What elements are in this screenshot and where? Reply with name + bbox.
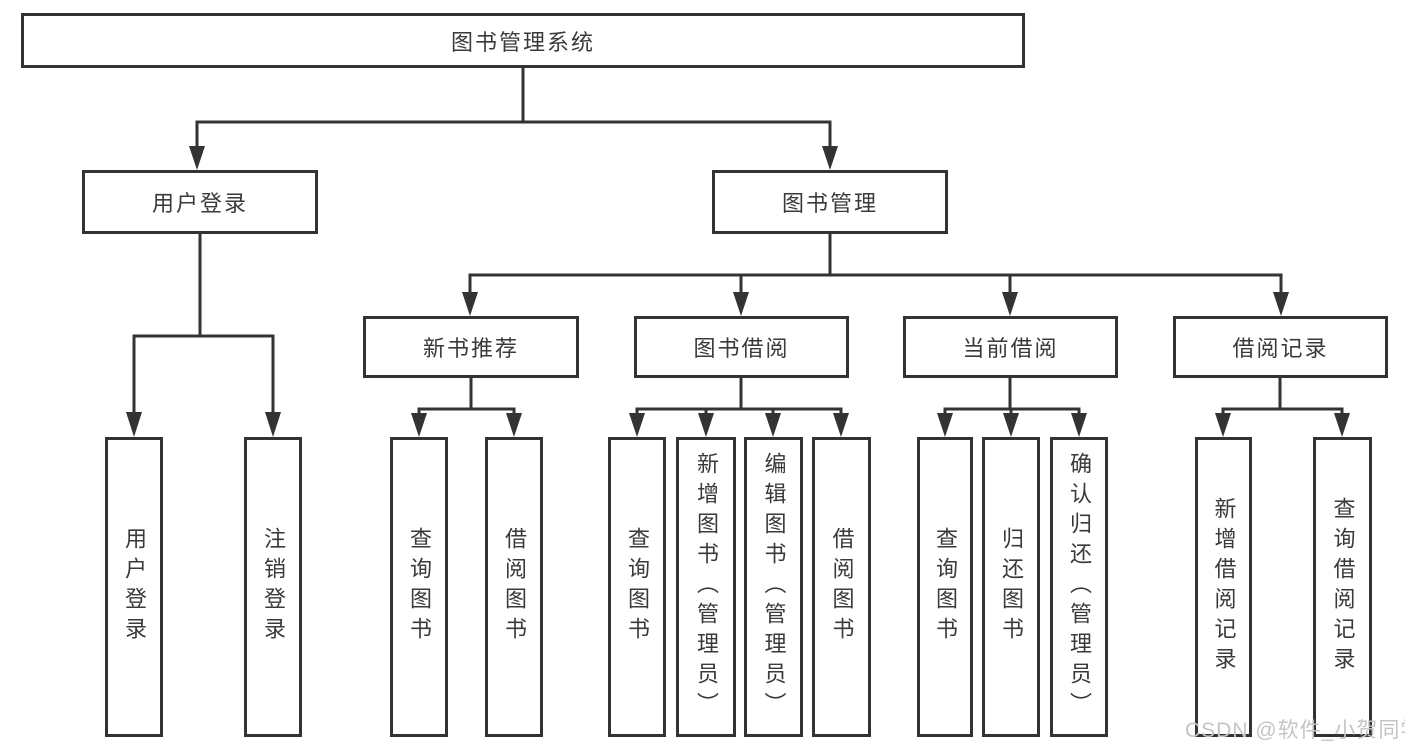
node-book-borrow: 图书借阅: [634, 316, 849, 378]
arrow-icon: [462, 292, 478, 316]
arrow-icon: [189, 146, 205, 170]
arrow-icon: [265, 412, 281, 437]
node-root-label: 图书管理系统: [450, 29, 595, 55]
csdn-watermark: CSDN @软件_小贺同学: [1185, 719, 1405, 742]
leaf-edit-book-admin-label: 编辑图书（管理员）: [761, 452, 787, 722]
leaf-query-borrow-record: 查询借阅记录: [1313, 437, 1372, 737]
arrow-icon: [506, 413, 522, 437]
node-user-login-label: 用户登录: [151, 191, 248, 216]
arrow-icon: [833, 413, 849, 437]
leaf-user-login-label: 用户登录: [122, 527, 147, 647]
node-book-borrow-label: 图书借阅: [693, 336, 790, 361]
arrow-icon: [1334, 413, 1350, 437]
node-new-book-recommend: 新书推荐: [363, 316, 579, 378]
arrow-icon: [1002, 292, 1018, 316]
leaf-borrow-books: 借阅图书: [812, 437, 871, 737]
leaf-add-borrow-record-label: 新增借阅记录: [1211, 497, 1237, 677]
leaf-query-books-borrow: 查询图书: [608, 437, 666, 737]
node-current-borrow-label: 当前借阅: [962, 336, 1059, 361]
arrow-icon: [822, 146, 838, 170]
arrow-icon: [1071, 413, 1087, 437]
arrow-icon: [1273, 292, 1289, 316]
connector-currentborrow-to-leaves: [943, 376, 1081, 420]
leaf-add-book-admin-label: 新增图书（管理员）: [694, 452, 719, 722]
node-new-book-recommend-label: 新书推荐: [422, 336, 519, 361]
node-borrow-records: 借阅记录: [1173, 316, 1388, 378]
arrow-icon: [937, 413, 953, 437]
leaf-return-book-label: 归还图书: [999, 527, 1024, 647]
node-current-borrow: 当前借阅: [903, 316, 1118, 378]
node-borrow-records-label: 借阅记录: [1232, 336, 1329, 361]
leaf-add-book-admin: 新增图书（管理员）: [676, 437, 736, 737]
leaf-return-book: 归还图书: [982, 437, 1040, 737]
leaf-logout: 注销登录: [244, 437, 302, 737]
node-user-login: 用户登录: [82, 170, 318, 234]
arrowheads: [126, 146, 1350, 437]
leaf-user-login: 用户登录: [105, 437, 163, 737]
arrow-icon: [126, 412, 142, 437]
arrow-icon: [698, 413, 714, 437]
leaf-query-books-recommend-label: 查询图书: [407, 527, 432, 647]
leaf-edit-book-admin: 编辑图书（管理员）: [744, 437, 803, 737]
connector-bookborrow-to-leaves: [635, 376, 843, 420]
leaf-borrow-books-label: 借阅图书: [829, 527, 855, 647]
connector-userlogin-to-leaves: [132, 232, 275, 418]
node-book-management-label: 图书管理: [781, 191, 878, 216]
leaf-query-borrow-record-label: 查询借阅记录: [1330, 497, 1356, 677]
leaf-logout-label: 注销登录: [261, 527, 286, 647]
node-root: 图书管理系统: [21, 13, 1025, 68]
connector-borrowrecords-to-leaves: [1221, 376, 1344, 420]
leaf-query-books-current-label: 查询图书: [933, 527, 958, 647]
leaf-borrow-books-recommend: 借阅图书: [485, 437, 543, 737]
arrow-icon: [1215, 413, 1231, 437]
leaf-add-borrow-record: 新增借阅记录: [1195, 437, 1252, 737]
connector-bookmgmt-to-level3: [468, 232, 1283, 298]
leaf-confirm-return-admin: 确认归还（管理员）: [1050, 437, 1108, 737]
arrow-icon: [733, 292, 749, 316]
node-book-management: 图书管理: [712, 170, 948, 234]
leaf-query-books-recommend: 查询图书: [390, 437, 448, 737]
connector-newbook-to-leaves: [417, 376, 516, 420]
connector-root-to-level2: [195, 66, 832, 152]
arrow-icon: [1003, 413, 1019, 437]
arrow-icon: [629, 413, 645, 437]
leaf-query-books-borrow-label: 查询图书: [625, 527, 650, 647]
arrow-icon: [411, 413, 427, 437]
leaf-confirm-return-admin-label: 确认归还（管理员）: [1067, 452, 1092, 722]
leaf-borrow-books-recommend-label: 借阅图书: [502, 527, 527, 647]
arrow-icon: [765, 413, 781, 437]
leaf-query-books-current: 查询图书: [917, 437, 973, 737]
